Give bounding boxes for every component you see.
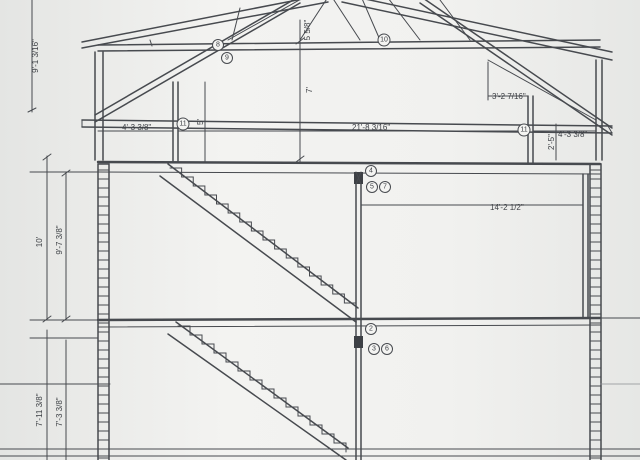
floor-slabs xyxy=(96,160,640,460)
dim-truss-span: 21'-8 3/16" xyxy=(352,123,390,132)
tag-10: 10 xyxy=(377,33,391,47)
tag-5: 5 xyxy=(366,181,378,193)
dim-floor-height-total: 10' xyxy=(35,236,44,247)
dim-floor-height-inner: 9'-7 3/8" xyxy=(55,225,64,254)
svg-text:10: 10 xyxy=(380,37,388,44)
svg-text:5: 5 xyxy=(370,184,374,191)
tag-7: 7 xyxy=(379,181,391,193)
exterior-walls xyxy=(97,163,602,460)
svg-text:4: 4 xyxy=(369,168,373,175)
tag-8: 8 xyxy=(212,39,224,51)
dim-interior-width: 14'-2 1/2" xyxy=(490,203,524,212)
svg-text:11: 11 xyxy=(179,121,186,128)
tag-2: 2 xyxy=(365,323,377,335)
connector-markers xyxy=(354,171,363,348)
tag-9: 9 xyxy=(221,52,233,64)
dim-right-knee-height: 2'-5" xyxy=(547,134,556,150)
dim-ground-height-inner: 7'-3 3/8" xyxy=(55,397,64,426)
svg-text:9: 9 xyxy=(225,55,229,62)
svg-text:2: 2 xyxy=(369,326,373,333)
svg-text:6: 6 xyxy=(385,346,389,353)
detail-tags: 8 9 10 11 11 4 5 7 xyxy=(176,33,531,355)
dim-left-eave-width: 4'-3 3/8" xyxy=(122,123,151,132)
svg-text:8: 8 xyxy=(216,42,220,49)
dim-right-eave-offset: 3'-2 7/16" xyxy=(492,92,526,101)
tag-11-right: 11 xyxy=(517,123,531,137)
tag-3: 3 xyxy=(368,343,380,355)
tag-6: 6 xyxy=(381,343,393,355)
svg-text:11: 11 xyxy=(520,127,527,134)
dim-knee-wall-height: 5' xyxy=(196,119,205,125)
tag-11-left: 11 xyxy=(176,117,190,131)
tag-4: 4 xyxy=(365,165,377,177)
dimension-labels: 9'-1 3/16" 5 5/8" 7' 3'-2 7/16" 4'-3 3/8… xyxy=(31,20,587,427)
lower-stair xyxy=(167,321,349,460)
dim-roof-left-vertical: 9'-1 3/16" xyxy=(31,39,40,73)
dim-right-eave-width: 4'-3 3/8" xyxy=(558,130,587,139)
roof-truss xyxy=(81,0,613,165)
svg-text:3: 3 xyxy=(372,346,376,353)
dim-truss-height: 7' xyxy=(305,87,314,93)
dim-ridge-height: 5 5/8" xyxy=(303,20,312,41)
upper-stair xyxy=(159,163,359,323)
dim-ground-height-total: 7'-11 3/8" xyxy=(35,393,44,426)
svg-text:7: 7 xyxy=(383,184,387,191)
